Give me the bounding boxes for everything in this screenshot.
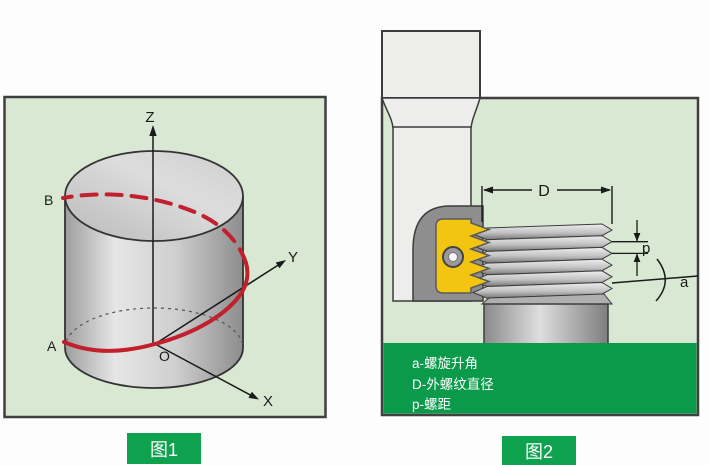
figure1-caption-box (127, 433, 201, 464)
angle-a-arc (655, 258, 666, 302)
label-b: B (44, 192, 53, 208)
bolt-cylinder (483, 303, 609, 348)
tool-block (381, 30, 481, 99)
dim-d-arrow-left (483, 186, 493, 194)
y-axis-arrowhead (275, 260, 286, 269)
captions: 图1 图2 (127, 433, 576, 465)
helix-back-dashed (61, 192, 248, 265)
figure2-caption: 图2 (525, 442, 553, 462)
label-p: p (642, 240, 650, 257)
thread-ridge (471, 281, 613, 299)
label-x: X (263, 393, 273, 410)
figure1: Z Y X B A O (3, 95, 327, 419)
helix-front-solid (62, 261, 250, 353)
dim-p-arrow-up (633, 253, 641, 262)
label-d: D (538, 183, 550, 200)
cylinder-bottom-back-rim (64, 307, 244, 349)
thread-ridges (471, 223, 613, 299)
tool-neck-taper (380, 97, 481, 129)
y-axis-line (154, 261, 284, 345)
angle-a-line (611, 275, 699, 284)
label-z: Z (145, 109, 154, 126)
figure1-caption: 图1 (150, 440, 178, 460)
figure2: a-螺旋升角 D-外螺纹直径 p-螺距 D p a (380, 30, 700, 417)
z-axis-arrowhead (149, 125, 157, 136)
dim-d-arrow-right (601, 186, 611, 194)
insert-screw-center (448, 252, 458, 262)
coordinate-axes (152, 132, 284, 399)
x-axis-line (154, 343, 257, 399)
label-y: Y (288, 249, 298, 266)
legend-line-a: a-螺旋升角 (412, 356, 478, 371)
label-a: a (680, 274, 689, 291)
figure2-caption-box (502, 436, 576, 465)
legend-band (383, 343, 697, 414)
legend-line-p: p-螺距 (412, 397, 451, 412)
cylinder-body (64, 196, 244, 389)
label-a: A (47, 338, 57, 354)
label-o: O (159, 348, 170, 364)
legend-line-d: D-外螺纹直径 (412, 377, 494, 392)
x-axis-arrowhead (248, 391, 259, 400)
bolt-flare (480, 293, 614, 305)
dim-p-arrow-down (633, 233, 641, 242)
